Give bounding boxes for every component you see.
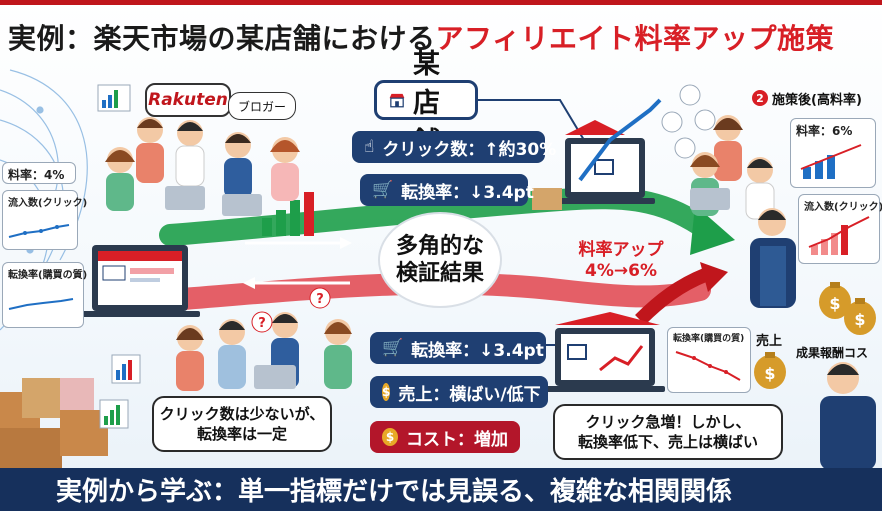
pointer-icon: ☝	[364, 137, 375, 157]
svg-text:?: ?	[258, 316, 266, 331]
right-traffic-card: 流入数(クリック)	[798, 194, 882, 264]
left-speech-bubble: クリック数は少ないが、 転換率は一定	[152, 396, 332, 452]
step-badge: 2	[752, 90, 768, 106]
cart-icon: 🛒	[372, 180, 394, 200]
storefront-icon	[389, 93, 405, 108]
sales-label: 売上	[756, 334, 783, 349]
rakuten-logo: Rakuten	[145, 83, 231, 117]
click-count-pill: ☝ クリック数：↑約30%	[352, 131, 556, 163]
right-traffic-chart	[808, 216, 870, 255]
red-up-arrow	[635, 268, 708, 325]
green-arrow-head	[690, 205, 735, 255]
conversion-pill-top: 🛒 転換率：↓3.4pt	[360, 174, 534, 206]
bottom-laptop	[545, 312, 665, 392]
top-left-chart	[97, 84, 131, 112]
left-rate-card: 料率：4%	[2, 162, 76, 184]
people-group-bottom	[176, 312, 352, 391]
money-bag-icon: $	[382, 428, 398, 446]
svg-text:$: $	[854, 310, 865, 329]
title-part-2: アフィリエイト料率アップ施策	[435, 22, 834, 55]
conversion-line-chart	[8, 298, 74, 310]
small-charts-left	[99, 354, 141, 429]
people-group-top	[105, 117, 300, 216]
left-laptop	[80, 245, 200, 317]
sales-pill: $ 売上：横ばい/低下	[370, 376, 548, 408]
blogger-bubble: ブロガー	[228, 92, 296, 120]
avatar-circles	[661, 84, 716, 159]
top-laptop	[532, 98, 662, 210]
title-part-1: 実例：楽天市場の某店舗における	[8, 22, 436, 55]
right-rate-card: 料率：6%	[790, 118, 876, 188]
svg-text:?: ?	[316, 292, 324, 307]
right-rate-chart	[800, 144, 862, 179]
cost-pill: $ コスト：増加	[370, 421, 520, 453]
verification-result-hub: 多角的な 検証結果	[378, 212, 502, 308]
connector-arrow-right-head	[340, 237, 352, 249]
top-accent-bar	[0, 0, 882, 5]
cardboard-boxes	[0, 378, 108, 468]
bottom-banner: 実例から学ぶ：単一指標だけでは見誤る、複雑な相関関係	[0, 468, 882, 511]
conversion-decline-card: 転換率(購買の質)	[667, 327, 751, 393]
shop-label: 某店舗	[374, 49, 478, 158]
connector-arrow-left-head	[243, 277, 255, 289]
left-conversion-card: 転換率(購買の質)	[2, 262, 87, 328]
conversion-pill-bottom: 🛒 転換率：↓3.4pt	[370, 332, 546, 364]
people-group-right	[690, 115, 876, 470]
right-speech-bubble: クリック急増！しかし、 転換率低下、売上は横ばい	[553, 404, 783, 460]
red-flow-arrow	[159, 272, 711, 311]
money-bags: $ $ $	[754, 282, 876, 389]
page-title: 実例：楽天市場の某店舗におけるアフィリエイト料率アップ施策	[0, 4, 882, 70]
commission-cost-label: 成果報酬コス	[796, 346, 869, 360]
green-bar-chart	[262, 192, 314, 236]
rate-change-label: 料率アップ 4%→6%	[578, 240, 664, 282]
red-up-arrow-head	[700, 262, 728, 292]
question-marks: ? ?	[251, 287, 331, 333]
money-bag-icon: $	[382, 383, 391, 401]
svg-text:$: $	[764, 364, 775, 383]
conversion-decline-chart	[675, 351, 741, 381]
right-panel-heading: 2 施策後(高料率)	[752, 86, 882, 110]
left-traffic-card: 流入数(クリック)	[2, 190, 87, 250]
traffic-line-chart	[8, 224, 70, 238]
cart-icon: 🛒	[382, 338, 404, 358]
svg-text:$: $	[829, 294, 840, 313]
